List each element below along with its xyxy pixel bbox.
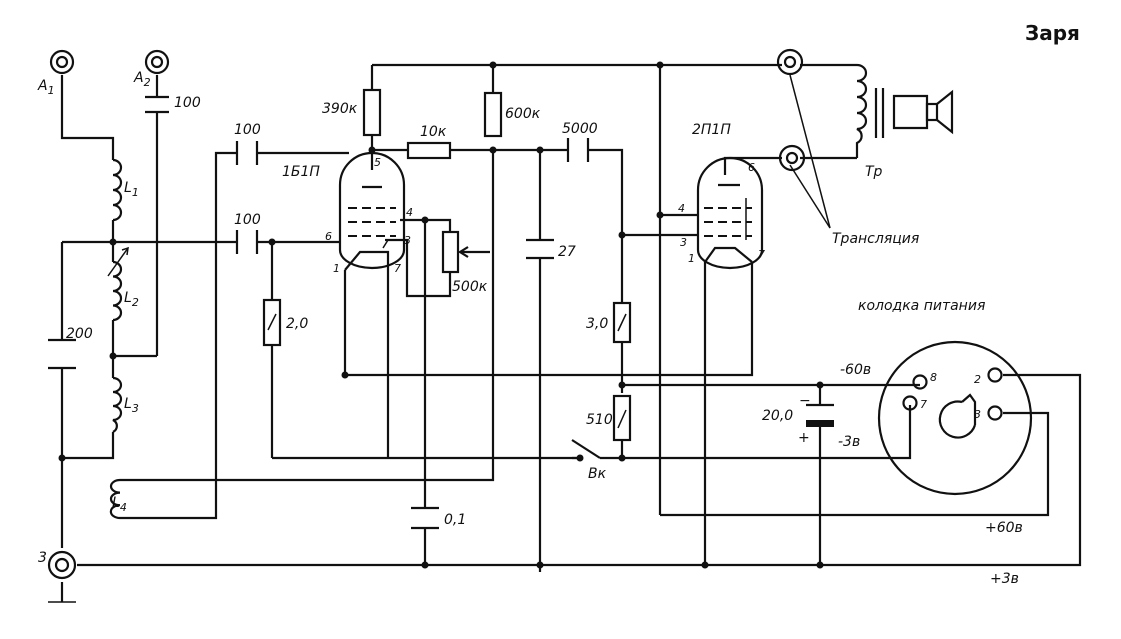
capacitor-200	[48, 338, 76, 370]
capacitor-grid-100	[235, 230, 259, 254]
output-terminal-top	[776, 48, 804, 76]
resistor-390k	[362, 88, 382, 137]
junction-dots	[58, 61, 824, 569]
output-transformer	[855, 63, 885, 158]
ground-label: 3	[38, 550, 47, 566]
cap-200-label: 200	[66, 326, 93, 342]
minus60-label: -60в	[840, 362, 871, 378]
power-socket-block	[877, 340, 1033, 496]
switch-label: Вк	[588, 466, 607, 482]
r-pot-label: 500к	[452, 279, 488, 295]
tube-2p1p	[696, 156, 764, 270]
inductor-l3	[112, 376, 123, 433]
cap-01-label: 0,1	[444, 512, 466, 528]
socket-pin-8: 8	[930, 371, 937, 384]
potentiometer-500k	[441, 230, 490, 274]
speaker-icon	[892, 89, 954, 135]
l3-label: L3	[124, 396, 139, 415]
inductor-l1	[112, 158, 123, 222]
tube2-pin-3: 3	[680, 236, 687, 249]
inductor-l2	[107, 246, 129, 322]
tube1-name: 1Б1П	[282, 164, 320, 180]
tube-1b1p	[338, 151, 406, 271]
cap-plus-sign: +	[798, 430, 810, 446]
r-390k-label: 390к	[322, 101, 358, 117]
cap-a2-label: 100	[174, 95, 201, 111]
plus3-label: +3в	[990, 571, 1019, 587]
tube2-pin-4: 4	[678, 202, 685, 215]
r-10k-label: 10к	[420, 124, 447, 140]
ground-terminal	[47, 550, 77, 580]
capacitor-a2-100	[145, 95, 169, 114]
antenna-a2-terminal	[144, 49, 170, 75]
r-600k-label: 600к	[505, 106, 541, 122]
a1-label: A1	[37, 78, 55, 97]
tube2-name: 2П1П	[692, 122, 731, 138]
tube2-pin-6: 6	[748, 161, 755, 174]
r-grid-label: 2,0	[286, 316, 308, 332]
resistor-510	[612, 394, 632, 442]
cap-5000-label: 5000	[562, 121, 598, 137]
l2-label: L2	[124, 290, 139, 309]
tube2-pin-1: 1	[688, 252, 695, 265]
capacitor-27	[526, 238, 554, 260]
plus60-label: +60в	[985, 520, 1023, 536]
tube1-pin-3: 3	[404, 234, 411, 247]
r-30-label: 3,0	[586, 316, 608, 332]
socket-pin-3: 3	[974, 408, 981, 421]
tube1-pin-7: 7	[394, 262, 401, 275]
resistor-600k	[483, 91, 503, 138]
capacitor-5000	[566, 138, 590, 162]
tube1-pin-6: 6	[325, 230, 332, 243]
cap-electrolytic-label: 20,0	[762, 408, 793, 424]
inductor-l4	[109, 478, 121, 520]
power-block-label: колодка питания	[858, 298, 985, 314]
capacitor-electrolytic-20	[806, 403, 834, 427]
power-switch-vk	[571, 439, 601, 462]
socket-pin-2: 2	[974, 373, 981, 386]
cap-27-label: 27	[558, 244, 576, 260]
r-510-label: 510	[586, 412, 613, 428]
resistor-10k	[406, 141, 452, 160]
tube1-pin-4: 4	[406, 206, 413, 219]
capacitor-0-1	[411, 506, 439, 530]
resistor-2-0	[262, 298, 282, 347]
diagram-title: Заря	[1025, 21, 1080, 45]
capacitor-top-100	[235, 141, 259, 165]
tube1-pin-5: 5	[374, 156, 381, 169]
l1-label: L1	[124, 180, 139, 199]
output-terminal-bottom	[778, 144, 806, 172]
cap-minus-sign: −	[799, 393, 811, 409]
broadcast-label: Трансляция	[832, 231, 919, 247]
socket-pin-7: 7	[920, 398, 927, 411]
cap-grid-label: 100	[234, 212, 261, 228]
minus3-label: -3в	[838, 434, 860, 450]
tube1-pin-1: 1	[333, 262, 340, 275]
a2-label: A2	[133, 70, 151, 89]
antenna-a1-terminal	[49, 49, 75, 75]
resistor-3-0	[612, 301, 632, 344]
cap-top-label: 100	[234, 122, 261, 138]
transformer-label: Тр	[865, 164, 883, 180]
l4-label: L4	[112, 495, 127, 514]
tube2-pin-7: 7	[758, 248, 765, 261]
wiring	[48, 63, 1082, 603]
